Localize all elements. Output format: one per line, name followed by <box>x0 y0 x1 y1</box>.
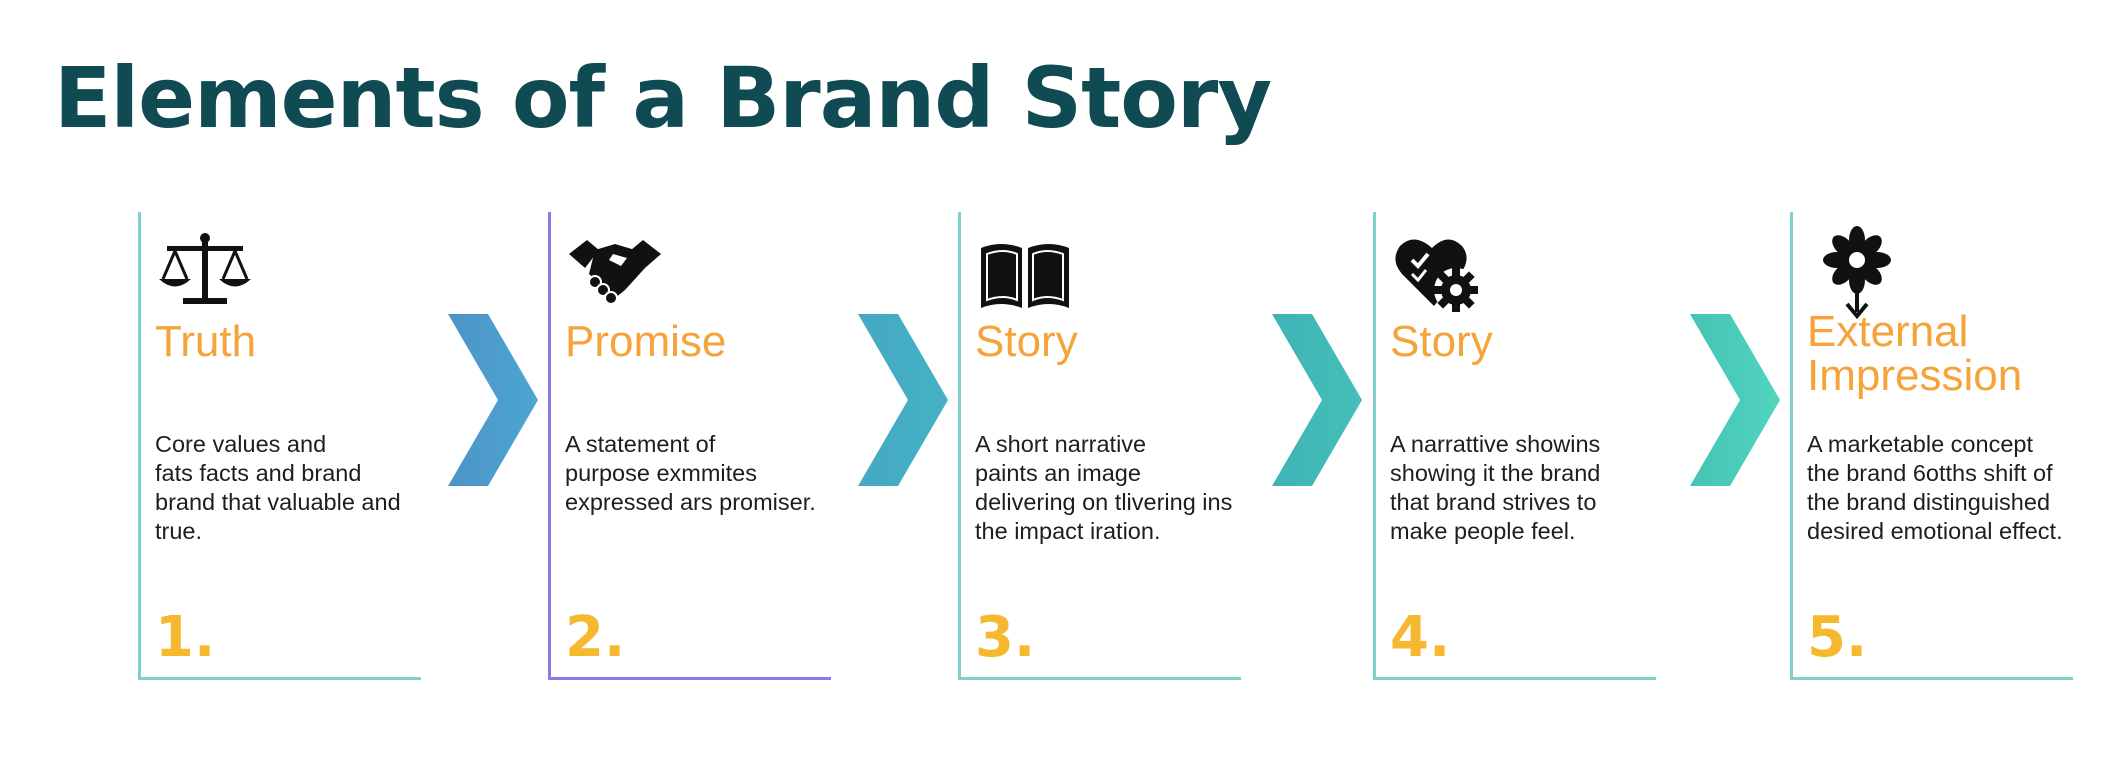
step-description: A narrattive showins showing it the bran… <box>1390 431 1601 544</box>
card-frame-line <box>1376 677 1656 680</box>
chevron-right-icon <box>1272 314 1362 486</box>
chevron-right-icon <box>858 314 948 486</box>
step-number: 4. <box>1390 605 1451 670</box>
step-description: Core values and fats facts and brand bra… <box>155 431 401 544</box>
step-number: 1. <box>155 605 216 670</box>
step-card-5: External Impression A marketable concept… <box>1790 212 2093 680</box>
step-title: Story <box>975 317 1078 366</box>
step-card-2: Promise A statement of purpose exmmites … <box>548 212 851 680</box>
step-number: 2. <box>565 605 626 670</box>
step-description: A short narrative paints an image delive… <box>975 431 1233 544</box>
step-title: Promise <box>565 317 727 366</box>
chevron-right-icon <box>1690 314 1780 486</box>
chevron-right-icon <box>448 314 538 486</box>
step-description: A marketable concept the brand 6otths sh… <box>1807 431 2063 544</box>
handshake-icon <box>565 224 665 324</box>
step-description: A statement of purpose exmmites expresse… <box>565 431 816 515</box>
step-card-1: Truth Core values and fats facts and bra… <box>138 212 441 680</box>
step-number: 3. <box>975 605 1036 670</box>
page-title: Elements of a Brand Story <box>54 49 1272 147</box>
step-title: External Impression <box>1807 307 2023 400</box>
step-title: Truth <box>155 317 257 366</box>
open-book-icon <box>975 224 1075 324</box>
card-frame-line <box>141 677 421 680</box>
step-card-3: Story A short narrative paints an image … <box>958 212 1261 680</box>
heart-gear-icon <box>1390 224 1490 324</box>
flower-icon <box>1807 224 1907 324</box>
card-frame-line <box>961 677 1241 680</box>
step-card-4: Story A narrattive showins showing it th… <box>1373 212 1676 680</box>
step-title: Story <box>1390 317 1493 366</box>
card-frame-line <box>1793 677 2073 680</box>
card-frame-line <box>551 677 831 680</box>
step-number: 5. <box>1807 605 1868 670</box>
scales-icon <box>155 224 255 324</box>
